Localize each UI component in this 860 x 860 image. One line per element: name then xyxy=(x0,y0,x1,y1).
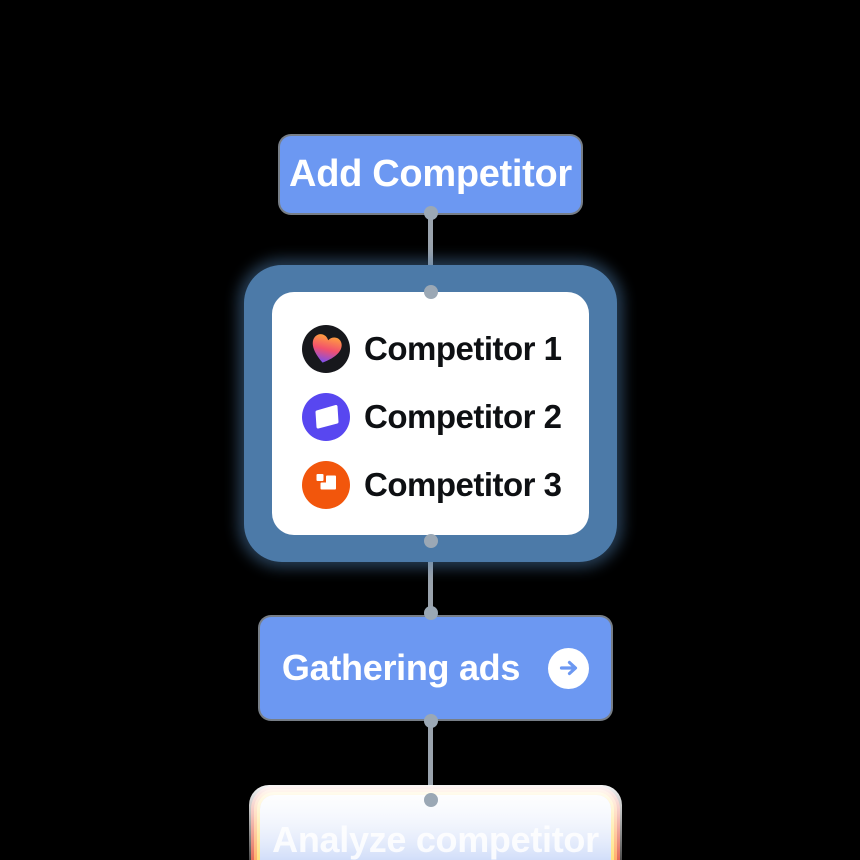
list-item: Competitor 1 xyxy=(302,325,589,373)
list-item-label: Competitor 3 xyxy=(364,466,562,503)
node-gathering-ads[interactable]: Gathering ads xyxy=(260,617,611,719)
screen-icon xyxy=(302,393,350,441)
connection-dot xyxy=(424,206,438,220)
connection-dot xyxy=(424,606,438,620)
arrow-right-icon xyxy=(559,660,577,676)
list-item: Competitor 3 xyxy=(302,461,589,509)
connection-dot xyxy=(424,285,438,299)
node-add-competitor[interactable]: Add Competitor xyxy=(280,136,581,213)
competitor-list: Competitor 1 Competitor 2 Competitor 3 xyxy=(272,292,589,535)
connection-dot xyxy=(424,534,438,548)
connector-line xyxy=(428,721,433,801)
connection-dot xyxy=(424,793,438,807)
list-item: Competitor 2 xyxy=(302,393,589,441)
list-item-label: Competitor 2 xyxy=(364,398,562,435)
connector-line xyxy=(428,541,433,615)
arrow-right-button[interactable] xyxy=(548,647,590,689)
node-add-competitor-label: Add Competitor xyxy=(289,153,572,195)
pixel-blocks-icon xyxy=(302,461,350,509)
heart-icon xyxy=(302,325,350,373)
node-gathering-ads-label: Gathering ads xyxy=(281,647,521,688)
list-item-label: Competitor 1 xyxy=(364,330,562,367)
node-analyze-competitor-label: Analyze competitor xyxy=(272,819,599,860)
node-competitor-list[interactable]: Competitor 1 Competitor 2 Competitor 3 xyxy=(244,265,617,562)
connection-dot xyxy=(424,714,438,728)
connector-line xyxy=(428,213,433,293)
